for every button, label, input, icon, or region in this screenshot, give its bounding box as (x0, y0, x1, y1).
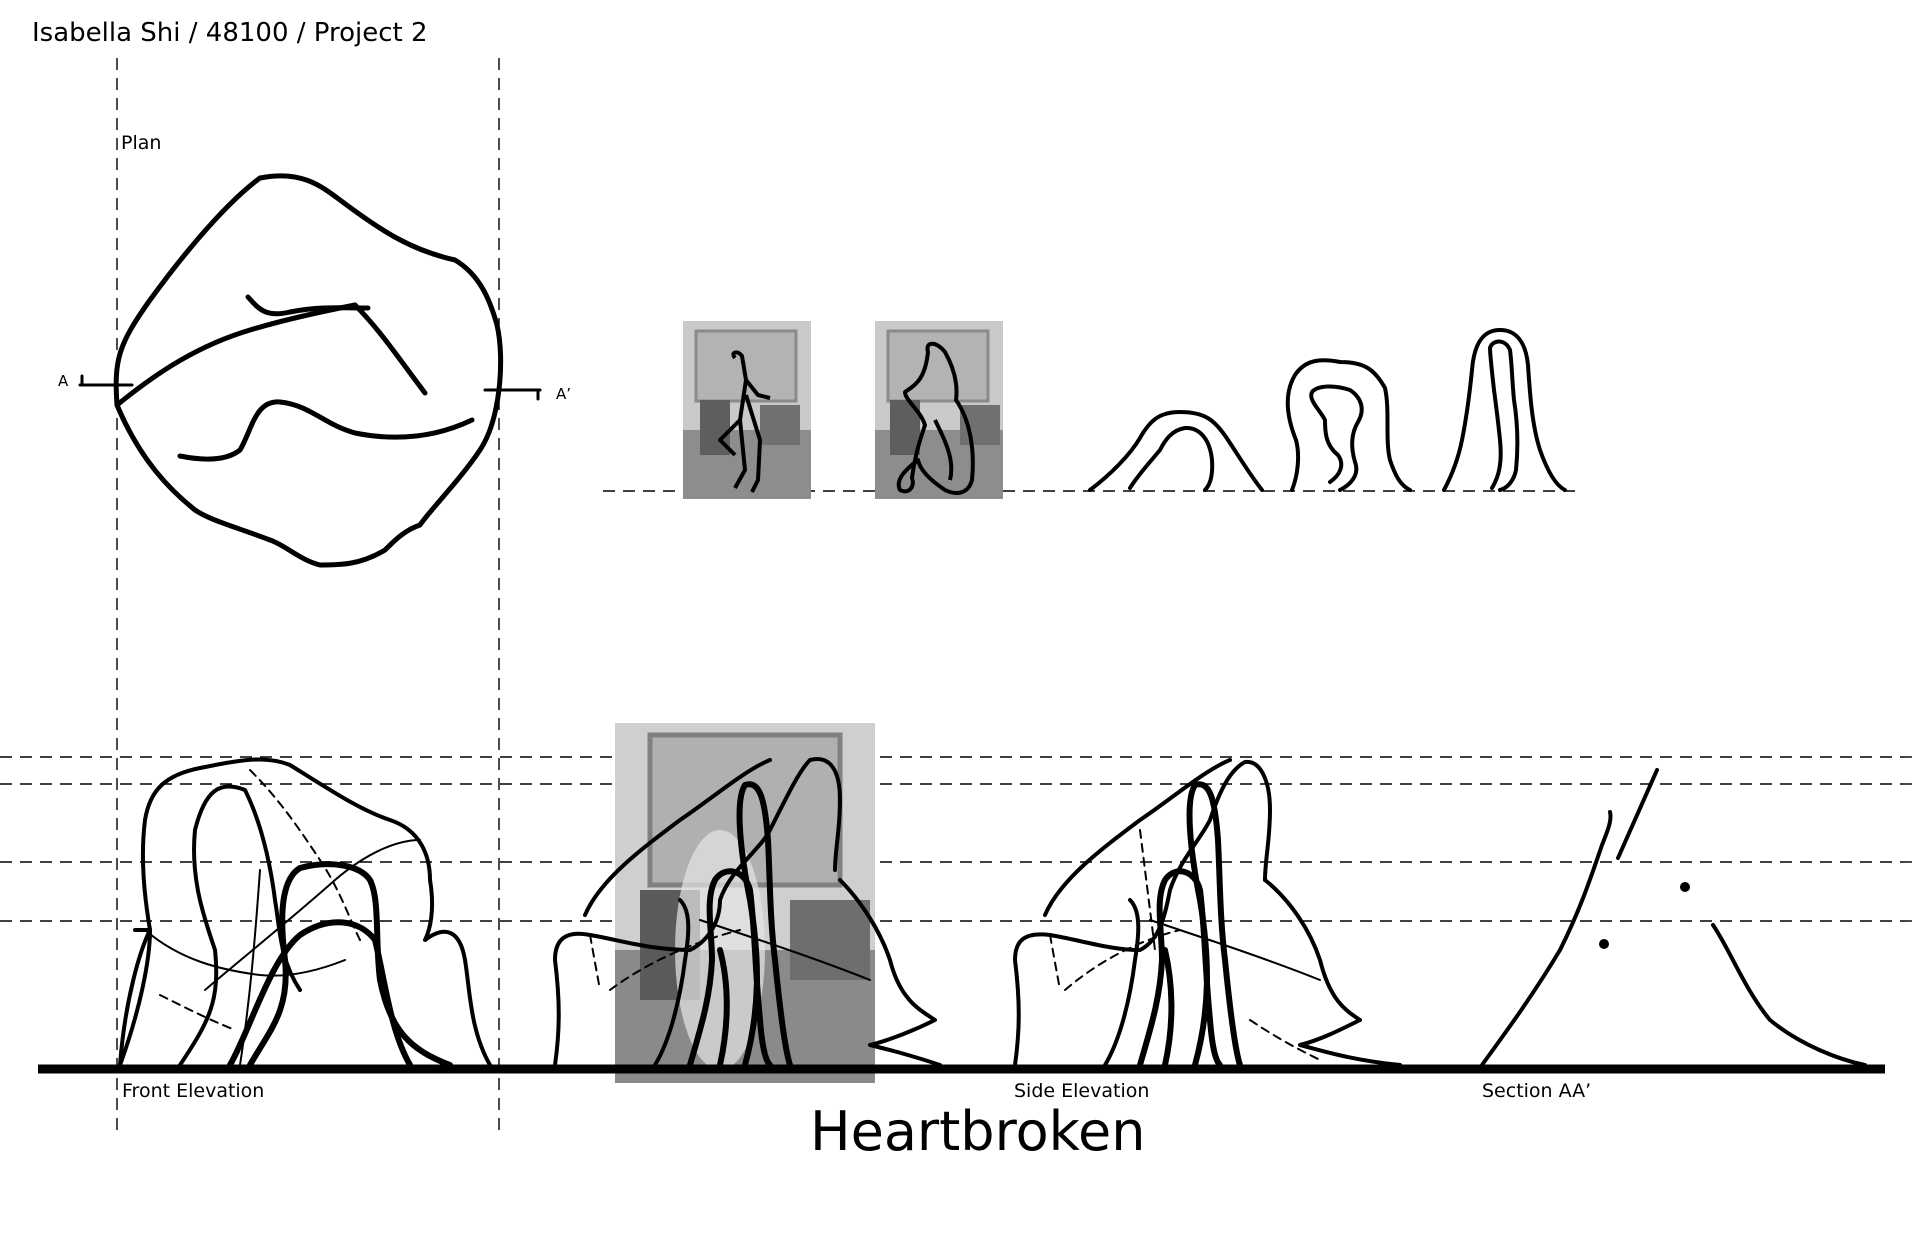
plan-label: Plan (121, 132, 162, 154)
pose-outline-1-inner (1130, 428, 1212, 490)
front-elevation-label: Front Elevation (122, 1080, 265, 1102)
photo-panel-1 (683, 321, 811, 499)
pose-outline-sequence (1090, 330, 1565, 490)
plan-ridge-3 (355, 305, 425, 393)
header-text: Isabella Shi / 48100 / Project 2 (32, 18, 428, 48)
section-marker-a (80, 376, 132, 385)
pose-outline-3-outer (1444, 330, 1565, 490)
section-aa-top-stroke (1618, 770, 1657, 858)
pose-outline-2-inner (1311, 386, 1362, 490)
plan-ridge-4 (180, 402, 472, 459)
section-aa-point-1 (1680, 882, 1690, 892)
section-aa-label: Section AA’ (1482, 1080, 1592, 1102)
section-aa-drawing (1482, 770, 1865, 1065)
sheet-title: Heartbroken (810, 1100, 1146, 1163)
front-elevation-drawing (120, 759, 490, 1065)
plan-drawing (80, 176, 540, 565)
plan-outline (116, 176, 500, 565)
side-elevation-label: Side Elevation (1014, 1080, 1150, 1102)
pose-outline-1-outer (1090, 412, 1262, 490)
pose-outline-2-outer (1288, 360, 1410, 490)
side-elevation-drawing (1015, 760, 1400, 1065)
section-aa-point-2 (1599, 939, 1609, 949)
section-marker-a-prime (485, 390, 540, 399)
section-label-a: A (58, 372, 69, 390)
section-label-a-prime: A’ (556, 385, 572, 403)
section-aa-left-profile (1482, 812, 1611, 1065)
photo-panel-2 (875, 321, 1003, 499)
front-elevation-overlay (555, 759, 940, 1065)
pose-outline-3-inner (1490, 342, 1517, 491)
section-aa-right-profile (1713, 925, 1865, 1065)
plan-ridge-1 (117, 305, 355, 405)
plan-ridge-2 (248, 297, 368, 314)
